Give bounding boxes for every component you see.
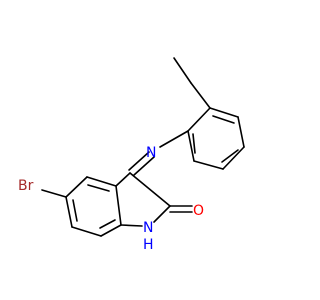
molecule-drawing: Br N O N H [18, 57, 245, 253]
bond-ph-inner-2 [221, 149, 239, 163]
bond-c7a-c3a [115, 185, 122, 226]
atom-imine-nitrogen: N [146, 145, 156, 161]
atom-amide-hydrogen: H [143, 237, 154, 253]
bond-ph-n [159, 130, 189, 148]
bond-bz-3 [65, 196, 73, 228]
bond-bz-inner-1 [87, 184, 110, 192]
atom-amide-nitrogen: N [143, 220, 153, 236]
bond-ph-2 [237, 116, 245, 148]
bond-ph-6 [187, 107, 211, 132]
bond-ethyl-ch3 [173, 57, 192, 84]
bond-br [41, 189, 67, 198]
atom-carbonyl-oxygen: O [193, 203, 204, 219]
bond-ph-inner-1 [212, 115, 235, 124]
bond-ph-1 [209, 107, 239, 118]
bond-ph-3 [222, 146, 245, 170]
bond-ph-inner-3 [192, 133, 196, 154]
bond-ph-5 [187, 130, 195, 162]
bond-n1-c7a [120, 224, 143, 227]
bond-ethyl-ch2 [190, 82, 211, 109]
bond-bz-inner-2 [72, 199, 78, 222]
bond-cn-double-a [128, 151, 150, 171]
bond-c3-c2 [129, 172, 171, 207]
atom-bromine: Br [18, 178, 34, 194]
bond-c2-n1 [153, 205, 171, 223]
bond-bz-4 [71, 226, 102, 237]
bond-bz-2 [65, 176, 88, 198]
bond-c3a-c3 [115, 172, 131, 187]
structure-canvas: Br N O N H [18, 57, 245, 253]
bond-bz-inner-3 [99, 219, 116, 229]
bond-ph-4 [193, 160, 224, 170]
bond-bz-1 [86, 176, 117, 187]
bond-cn-double-b [133, 156, 155, 176]
bond-bz-5 [100, 224, 122, 237]
